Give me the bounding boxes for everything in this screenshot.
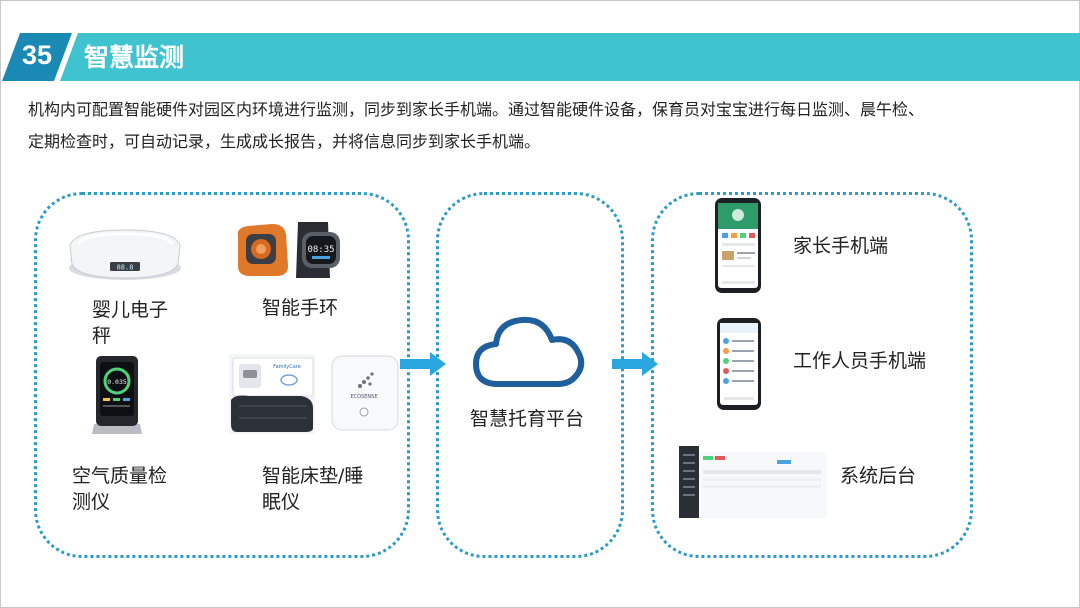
description-line-2: 定期检查时，可自动记录，生成成长报告，并将信息同步到家长手机端。 [28, 126, 1058, 158]
cloud-icon [470, 310, 590, 392]
air-readout: 0.035 [107, 378, 127, 386]
svg-text:08:35: 08:35 [307, 245, 334, 255]
baby-scale-label: 婴儿电子 秤 [92, 297, 168, 349]
platform-label: 智慧托育平台 [470, 406, 584, 432]
svg-text:ECOSENSE: ECOSENSE [351, 394, 378, 400]
smart-band-label: 智能手环 [262, 295, 338, 321]
arrow-right-icon [612, 352, 660, 376]
svg-text:FamilyCare: FamilyCare [273, 364, 301, 370]
title-band [44, 33, 1080, 81]
sleep-mattress-image: FamilyCare [229, 354, 315, 434]
parent-phone-image [714, 197, 762, 294]
air-quality-monitor-image: 0.035 [88, 354, 146, 436]
page-title: 智慧监测 [84, 38, 184, 74]
arrow-right-icon [400, 352, 448, 376]
parent-app-label: 家长手机端 [793, 233, 888, 259]
air-monitor-label: 空气质量检 测仪 [72, 463, 167, 515]
backend-screenshot-image [679, 446, 827, 518]
scale-readout: 88.8 [117, 264, 134, 272]
section-number: 35 [14, 40, 60, 71]
staff-app-label: 工作人员手机端 [793, 348, 926, 374]
smart-band-image: 08:35 [232, 218, 350, 282]
description-line-1: 机构内可配置智能硬件对园区内环境进行监测，同步到家长手机端。通过智能硬件设备，保… [28, 94, 1058, 126]
mattress-label: 智能床垫/睡 眠仪 [262, 463, 363, 515]
sleep-sensor-image: ECOSENSE [330, 354, 400, 432]
description: 机构内可配置智能硬件对园区内环境进行监测，同步到家长手机端。通过智能硬件设备，保… [28, 94, 1058, 158]
baby-scale-image: 88.8 [64, 224, 186, 284]
backend-label: 系统后台 [840, 463, 916, 489]
staff-phone-image [716, 317, 762, 411]
